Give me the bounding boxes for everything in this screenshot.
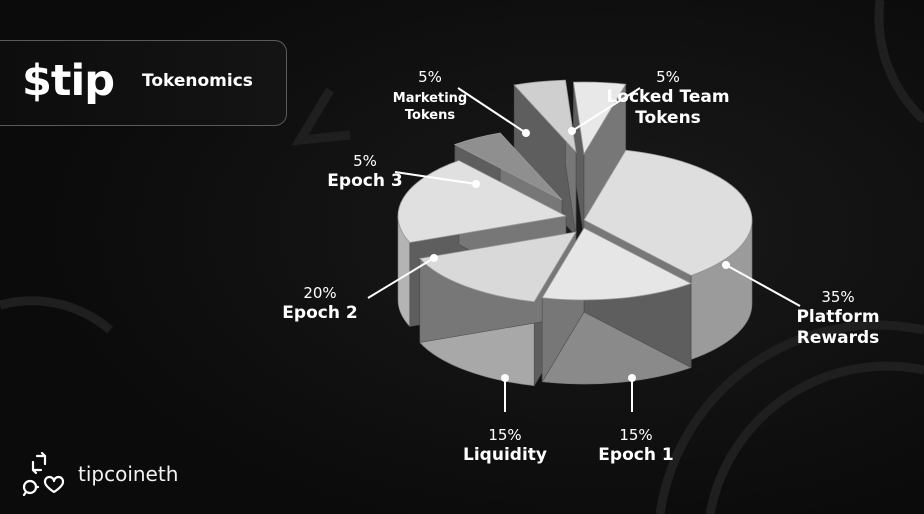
leader-dot [472,180,480,188]
slice-label-3: 20%Epoch 2 [282,254,438,323]
brand-logo-text: $tip [22,56,115,106]
slice-label-1: 15%Epoch 1 [598,374,674,465]
slice-percent: 5% [418,68,442,86]
slice-percent: 5% [353,152,377,170]
account-handle: tipcoineth [78,462,179,486]
repost-comment-heart-icon [22,452,65,496]
slice-name: Epoch 2 [282,303,357,323]
slice-name: Platform [796,307,879,327]
slice-name: Rewards [797,328,879,348]
footer-account[interactable]: tipcoineth [20,452,178,496]
leader-line [457,87,527,134]
leader-dot [501,374,509,382]
slice-percent: 5% [656,68,680,86]
slice-name: Locked Team [606,87,729,107]
slice-percent: 20% [303,284,336,302]
leader-dot [568,127,576,135]
slice-name: Marketing [393,91,467,106]
pie-slice-6 [572,81,627,240]
slice-percent: 15% [619,426,652,444]
slice-percent: 35% [821,288,854,306]
slice-percent: 15% [488,426,521,444]
leader-dot [522,129,530,137]
leader-line [367,257,435,299]
leader-dot [628,374,636,382]
title-panel: $tip Tokenomics [0,40,287,126]
pie-slice-1 [541,226,693,385]
leader-dot [722,261,730,269]
slice-name: Tokens [405,108,455,123]
slice-label-2: 15%Liquidity [463,374,547,465]
leader-line [725,264,801,307]
slice-label-4: 5%Epoch 3 [327,152,480,191]
page-subtitle: Tokenomics [142,71,253,91]
leader-line [571,87,641,132]
slice-name: Epoch 1 [598,445,673,465]
leader-dot [430,254,438,262]
slice-name: Tokens [635,108,701,128]
pie-chart [397,79,753,387]
slice-name: Epoch 3 [327,171,402,191]
leader-line [394,171,477,185]
slice-name: Liquidity [463,445,547,465]
